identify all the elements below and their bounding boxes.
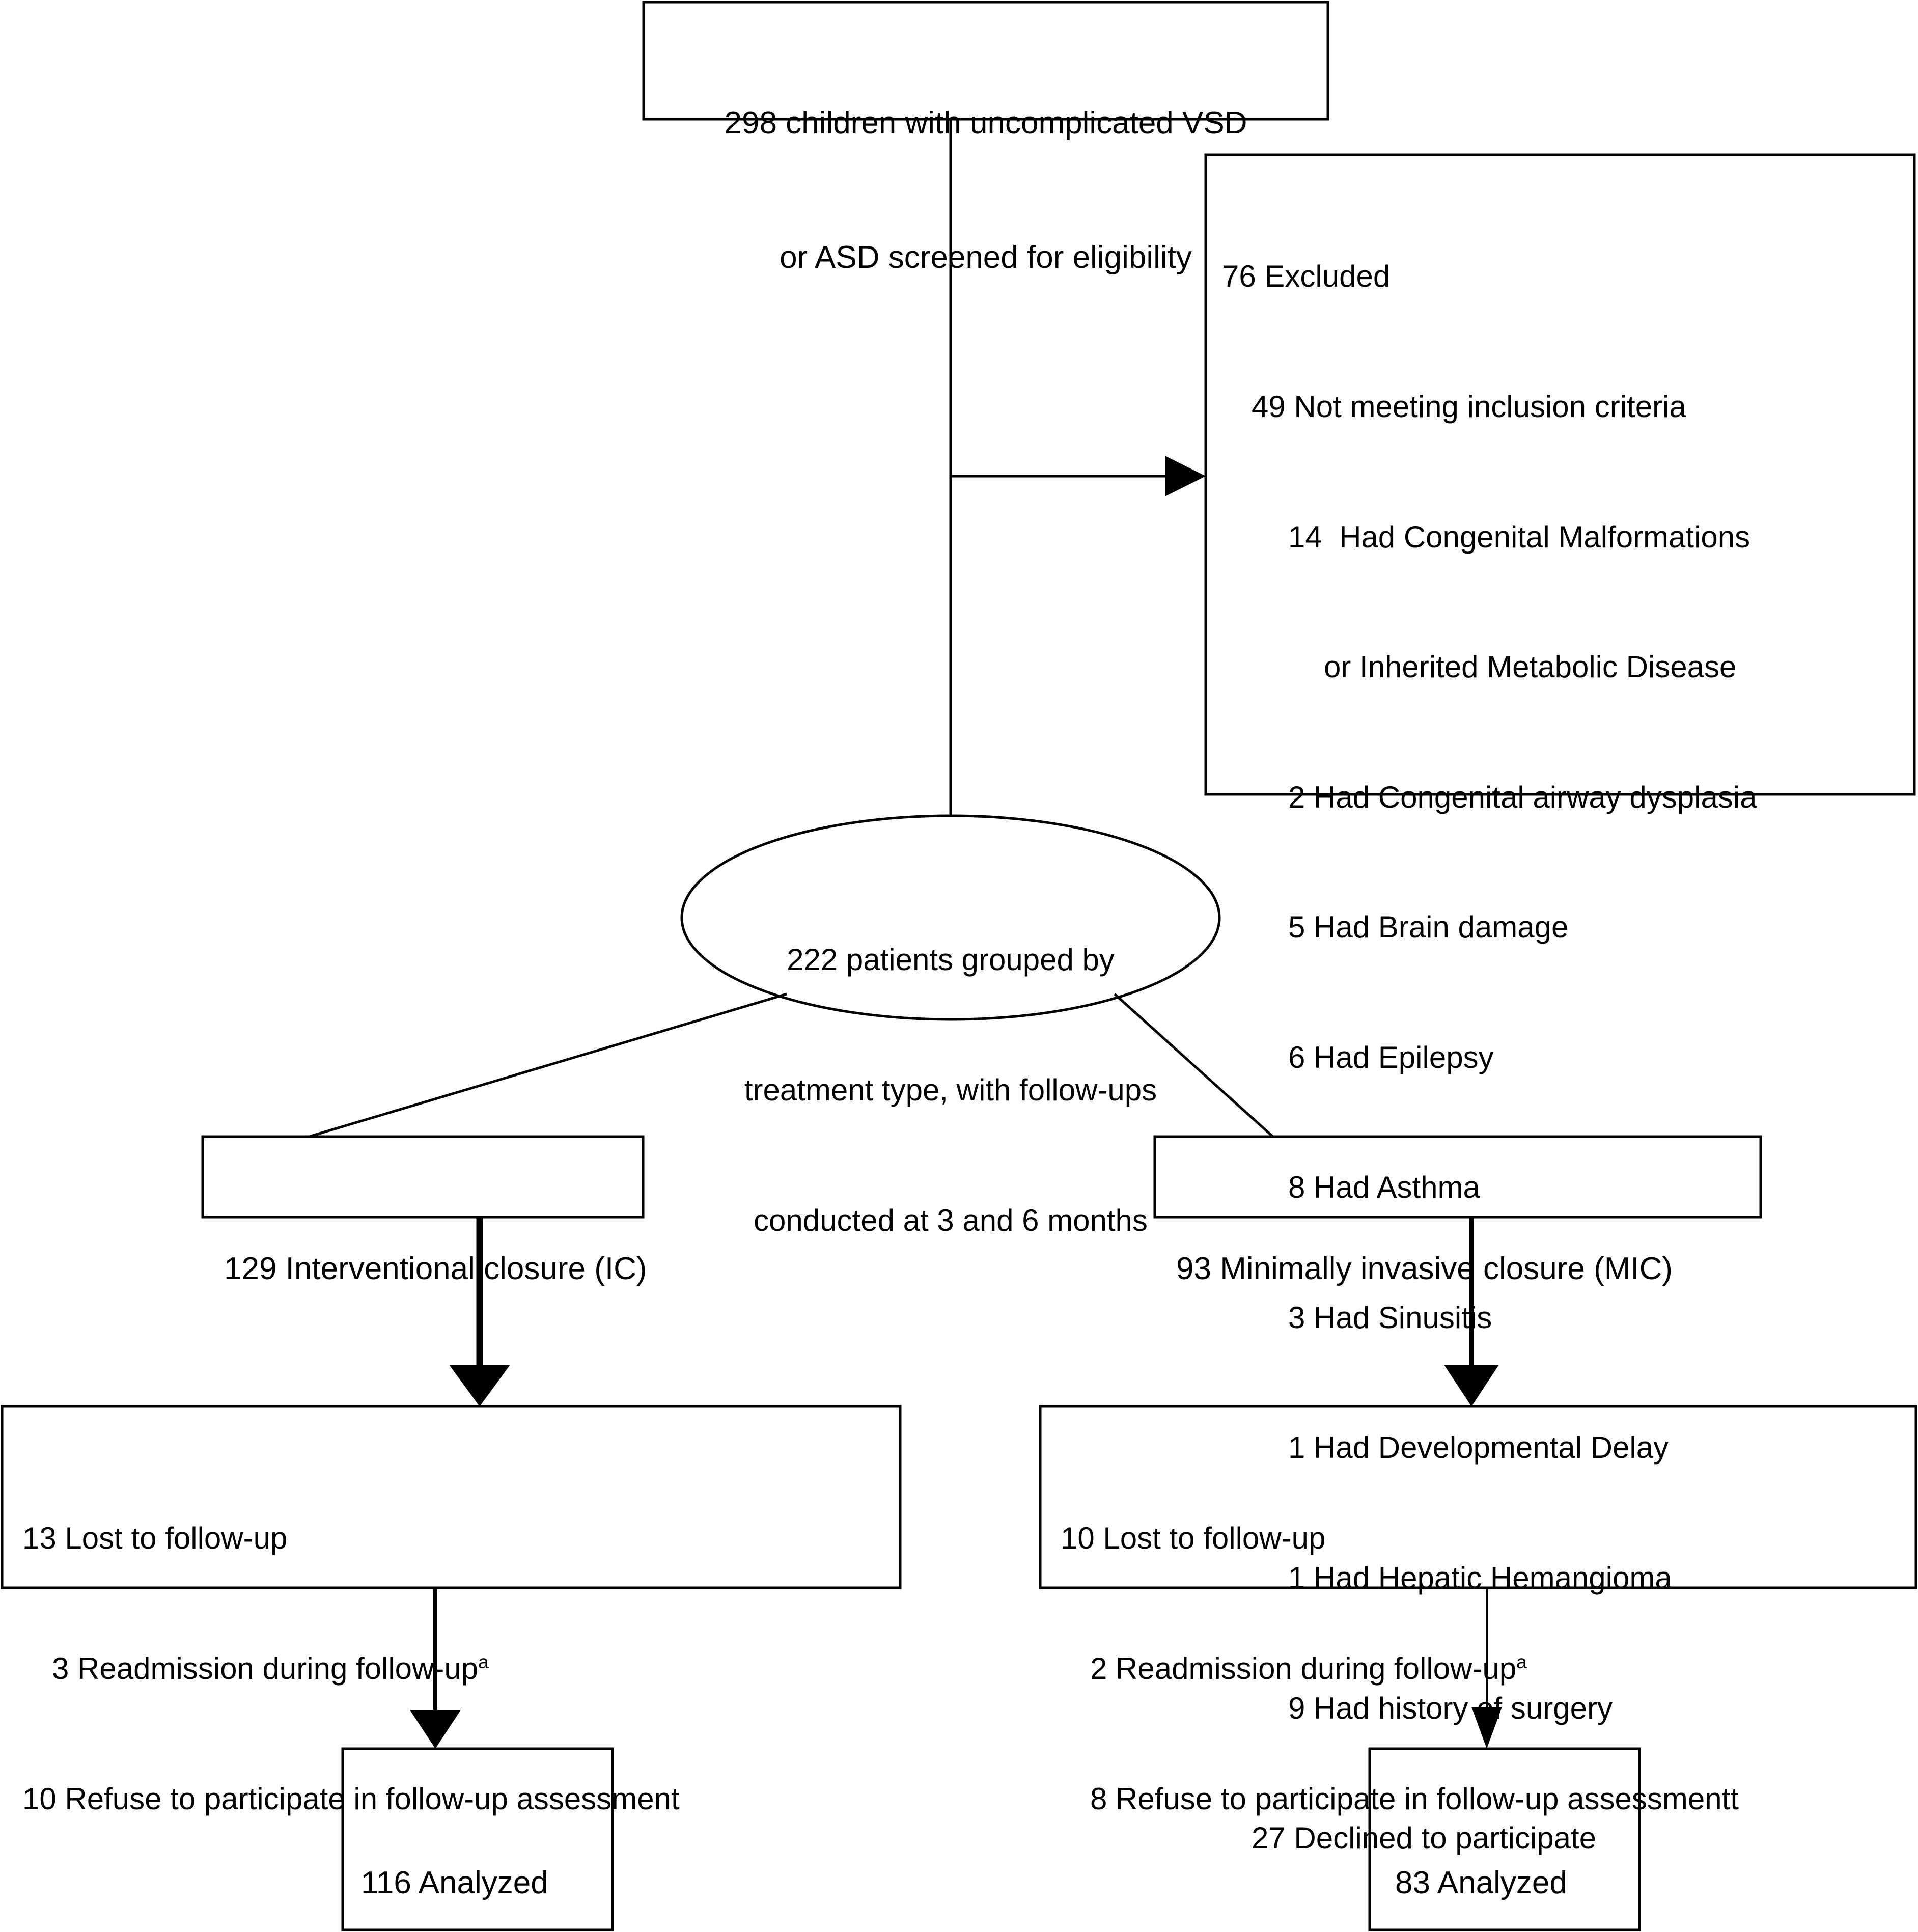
screening-box-text: 298 children with uncomplicated VSD or A… — [657, 11, 1315, 370]
grouping-line-1: 222 patients grouped by — [787, 943, 1115, 977]
left-arm-allocation-box-outline — [201, 1135, 645, 1219]
exclusion-declined: 27 Declined to participate — [1252, 1821, 1597, 1856]
grouping-line-2: treatment type, with follow-ups — [744, 1072, 1157, 1107]
exclusion-box-text: 76 Excluded 49 Not meeting inclusion cri… — [1222, 168, 1904, 1932]
left-lost-line-1: 13 Lost to follow-up — [22, 1521, 288, 1556]
screening-line-1: 298 children with uncomplicated VSD — [724, 105, 1247, 141]
right-arm-allocation-box-outline — [1153, 1135, 1762, 1219]
screening-box-outline — [642, 1, 1329, 121]
exclusion-subheading: 49 Not meeting inclusion criteria — [1252, 389, 1686, 424]
exclusion-heading: 76 Excluded — [1222, 259, 1391, 294]
left-analyzed-line-1: 116 Analyzed — [361, 1865, 548, 1901]
left-lost-line-3: 10 Refuse to participate in follow-up as… — [22, 1781, 680, 1816]
exclusion-reason-6: 1 Had Developmental Delay — [1288, 1430, 1669, 1465]
right-analyzed-box-outline — [1368, 1747, 1641, 1931]
exclusion-reason-7: 1 Had Hepatic Hemangioma — [1288, 1561, 1672, 1595]
left-lost-text: 13 Lost to follow-up 3 Readmission durin… — [22, 1430, 888, 1907]
arrowhead-right-lost — [1444, 1365, 1499, 1406]
right-lost-line-3: 8 Refuse to participate in follow-up ass… — [1090, 1781, 1739, 1816]
left-lost-footnote-marker: a — [478, 1650, 489, 1672]
arrowhead-right-analyzed — [1471, 1707, 1502, 1749]
right-lost-line-1: 10 Lost to follow-up — [1061, 1521, 1326, 1556]
left-analyzed-box-outline — [341, 1747, 614, 1931]
left-arm-allocation-label: 129 Interventional closure (IC) — [224, 1251, 647, 1287]
right-lost-text: 10 Lost to follow-up 2 Readmission durin… — [1061, 1430, 1911, 1907]
left-lost-box-outline — [1, 1405, 902, 1589]
right-lost-line-2: 2 Readmission during follow-up — [1090, 1651, 1517, 1686]
exclusion-reason-8: 9 Had history of surgery — [1288, 1691, 1613, 1725]
right-lost-footnote-marker: a — [1516, 1650, 1527, 1672]
exclusion-reason-5: 3 Had Sinusitis — [1288, 1300, 1492, 1335]
exclusion-box-outline — [1204, 153, 1916, 796]
left-analyzed-text: 116 Analyzed 62 VSD 54 ASD — [348, 1771, 607, 1932]
arrowhead-exclusion — [1165, 456, 1206, 496]
grouping-line-3: conducted at 3 and 6 months — [754, 1203, 1148, 1237]
exclusion-reason-0: 14 Had Congenital Malformations — [1288, 519, 1750, 554]
left-lost-line-2: 3 Readmission during follow-up — [52, 1651, 479, 1686]
right-lost-line-2-wrap: 2 Readmission during follow-upa — [1061, 1647, 1911, 1690]
exclusion-reason-2: 5 Had Brain damage — [1288, 910, 1569, 945]
exclusion-reason-0-cont: or Inherited Metabolic Disease — [1324, 650, 1737, 684]
left-arm-allocation-text: 129 Interventional closure (IC) — [224, 1157, 647, 1381]
arrowhead-left-lost — [449, 1365, 510, 1406]
exclusion-reason-1: 2 Had Congenital airway dysplasia — [1288, 780, 1757, 814]
right-analyzed-text: 83 Analyzed 48 VSD 35 ASD — [1375, 1771, 1634, 1932]
connector-ellipse-to-left-arm — [309, 992, 787, 1138]
right-lost-box-outline — [1039, 1405, 1917, 1589]
arrowhead-left-analyzed — [410, 1710, 461, 1749]
grouping-ellipse-text: 222 patients grouped by treatment type, … — [690, 851, 1211, 1329]
right-arm-allocation-text: 93 Minimally invasive closure (MIC) — [1176, 1157, 1757, 1381]
connector-ellipse-to-right-arm — [1114, 993, 1274, 1138]
grouping-ellipse-outline — [680, 814, 1221, 1021]
right-arm-allocation-label: 93 Minimally invasive closure (MIC) — [1176, 1251, 1673, 1287]
exclusion-reason-3: 6 Had Epilepsy — [1288, 1040, 1494, 1074]
screening-line-2: or ASD screened for eligibility — [780, 240, 1192, 275]
exclusion-reason-4: 8 Had Asthma — [1288, 1170, 1480, 1205]
left-lost-line-2-wrap: 3 Readmission during follow-upa — [22, 1647, 888, 1690]
right-analyzed-line-1: 83 Analyzed — [1395, 1865, 1567, 1901]
